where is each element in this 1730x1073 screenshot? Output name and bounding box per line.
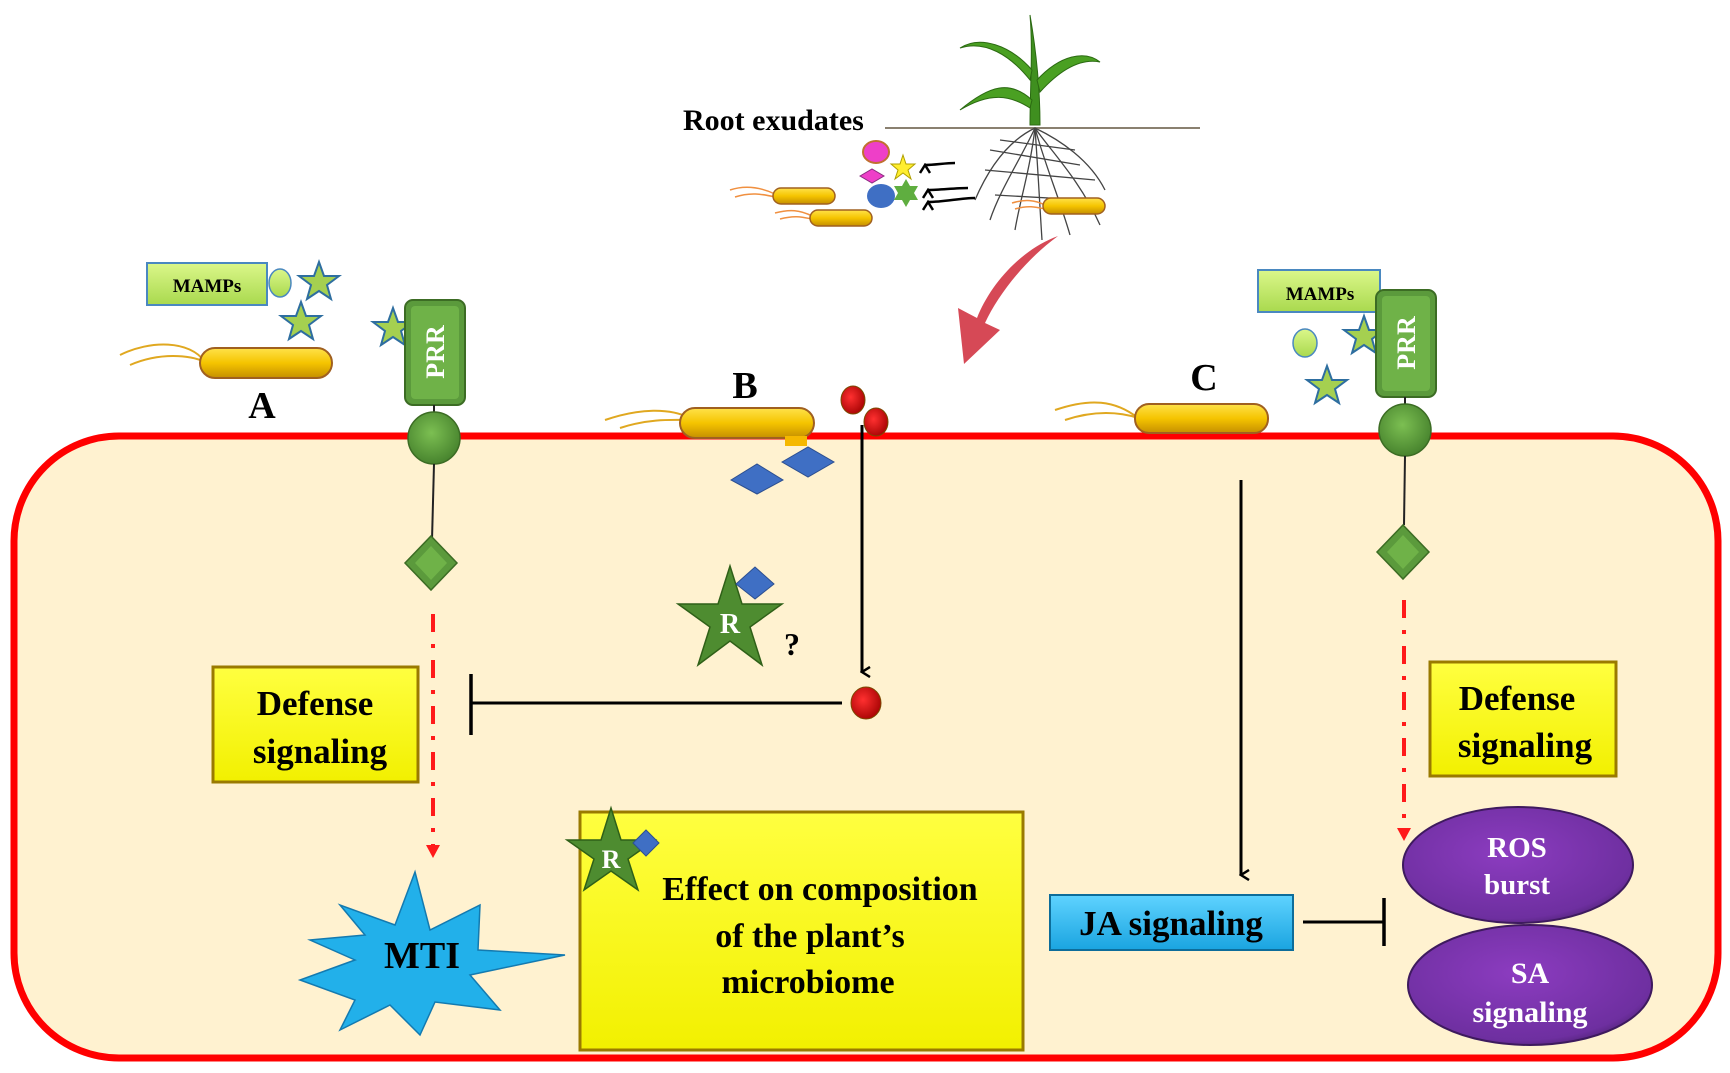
microbiome-star-label: R [602, 845, 621, 874]
roots-icon [974, 127, 1106, 241]
ja-signaling-box: JA signaling [1049, 894, 1294, 951]
mamps-box-a [146, 262, 268, 306]
effector-diamond-icon [780, 446, 836, 478]
mti-label: MTI [384, 935, 460, 977]
ros-line1: ROS [1487, 832, 1547, 864]
root-bacterium-icon [1042, 197, 1106, 215]
effector-diamond-bound-icon [735, 566, 775, 600]
red-arrowhead-c-icon [1397, 828, 1411, 841]
exudate-pink-diamond-icon [859, 168, 885, 184]
panel-b: B R ? R Effect on composition of the pla… [469, 365, 1025, 1052]
mamp-ball-c-icon [1292, 328, 1318, 358]
exudate-pink-circle-icon [862, 140, 890, 164]
curved-red-arrow-icon [958, 236, 1058, 364]
prr-receptor-a: PRR [403, 299, 466, 592]
panel-label-a: A [248, 385, 276, 427]
prr-label-a: PRR [421, 325, 450, 379]
soil-bacteria [729, 186, 1106, 227]
panel-label-b: B [732, 365, 757, 407]
effector-diamond-small-icon [632, 829, 660, 857]
microbiome-line3: microbiome [721, 964, 894, 1001]
panel-label-c: C [1190, 357, 1217, 399]
defense-signaling-box-left: Defense signaling [211, 665, 420, 784]
bacterium-a-icon [199, 347, 333, 379]
bacterium-b-icon [679, 407, 815, 439]
defense-left-line1: Defense [257, 684, 374, 723]
panel-a: MAMPs A PRR Defense signaling [119, 259, 566, 1037]
defense-right-line2: signaling [1458, 726, 1593, 765]
ja-signaling-label: JA signaling [1079, 904, 1263, 943]
panel-c: C MAMPs PRR Defense signaling JA s [1049, 269, 1653, 1046]
mamp-star-icon [278, 299, 324, 342]
soil-bacterium-icon [809, 209, 873, 227]
secretion-system-icon [785, 436, 807, 446]
defense-signaling-box-right: Defense signaling [1428, 660, 1618, 778]
ros-line2: burst [1484, 869, 1550, 901]
defense-right-line1: Defense [1459, 679, 1576, 718]
r-protein-star-icon [675, 563, 785, 668]
mamps-box-c [1257, 269, 1381, 313]
mamps-label-c: MAMPs [1286, 284, 1355, 305]
exudate-arrows [925, 161, 976, 202]
exudate-yellow-star-icon [889, 153, 917, 181]
ros-burst-oval: ROS burst [1402, 806, 1634, 924]
prr-anchor-ball-a-icon [407, 411, 461, 465]
mamp-ball-icon [268, 268, 292, 298]
red-arrowhead-a-icon [426, 845, 440, 858]
effector-diamond-icon [729, 463, 785, 495]
exudate-green-hexstar-icon [894, 179, 918, 207]
bacterium-c-icon [1134, 403, 1269, 434]
r-protein-star: R ? [675, 563, 800, 668]
sa-signaling-oval: SA signaling [1407, 924, 1653, 1046]
prr-anchor-ball-c-icon [1378, 403, 1432, 457]
mti-burst: MTI [297, 869, 566, 1037]
prr-label-c: PRR [1392, 316, 1421, 370]
root-exudates-label: Root exudates [683, 104, 864, 137]
microbiome-effect-box: R Effect on composition of the plant’s m… [564, 805, 1025, 1052]
microbiome-line2: of the plant’s [715, 918, 905, 955]
microbiome-line1: Effect on composition [662, 871, 978, 908]
soil-bacterium-icon [772, 187, 836, 205]
plant-root-exudates-group: Root exudates [683, 14, 1200, 364]
sa-line1: SA [1511, 957, 1550, 990]
mamps-label-a: MAMPs [173, 276, 242, 297]
prr-receptor-c: PRR [1375, 289, 1437, 581]
red-effector-dot-icon [840, 385, 866, 415]
mamp-star-icon [296, 259, 342, 302]
r-star-label: R [720, 609, 741, 640]
defense-left-line2: signaling [253, 732, 388, 771]
mti-burst-icon [297, 869, 566, 1037]
sa-line2: signaling [1472, 996, 1587, 1029]
question-mark: ? [784, 626, 800, 662]
exudate-blue-circle-icon [867, 184, 895, 208]
maize-plant-icon [959, 14, 1101, 126]
red-effector-dot-icon [863, 407, 889, 437]
mamp-star-c-icon [1304, 363, 1350, 406]
exudate-molecules [859, 140, 918, 208]
red-effector-dot-inside-icon [850, 686, 882, 720]
